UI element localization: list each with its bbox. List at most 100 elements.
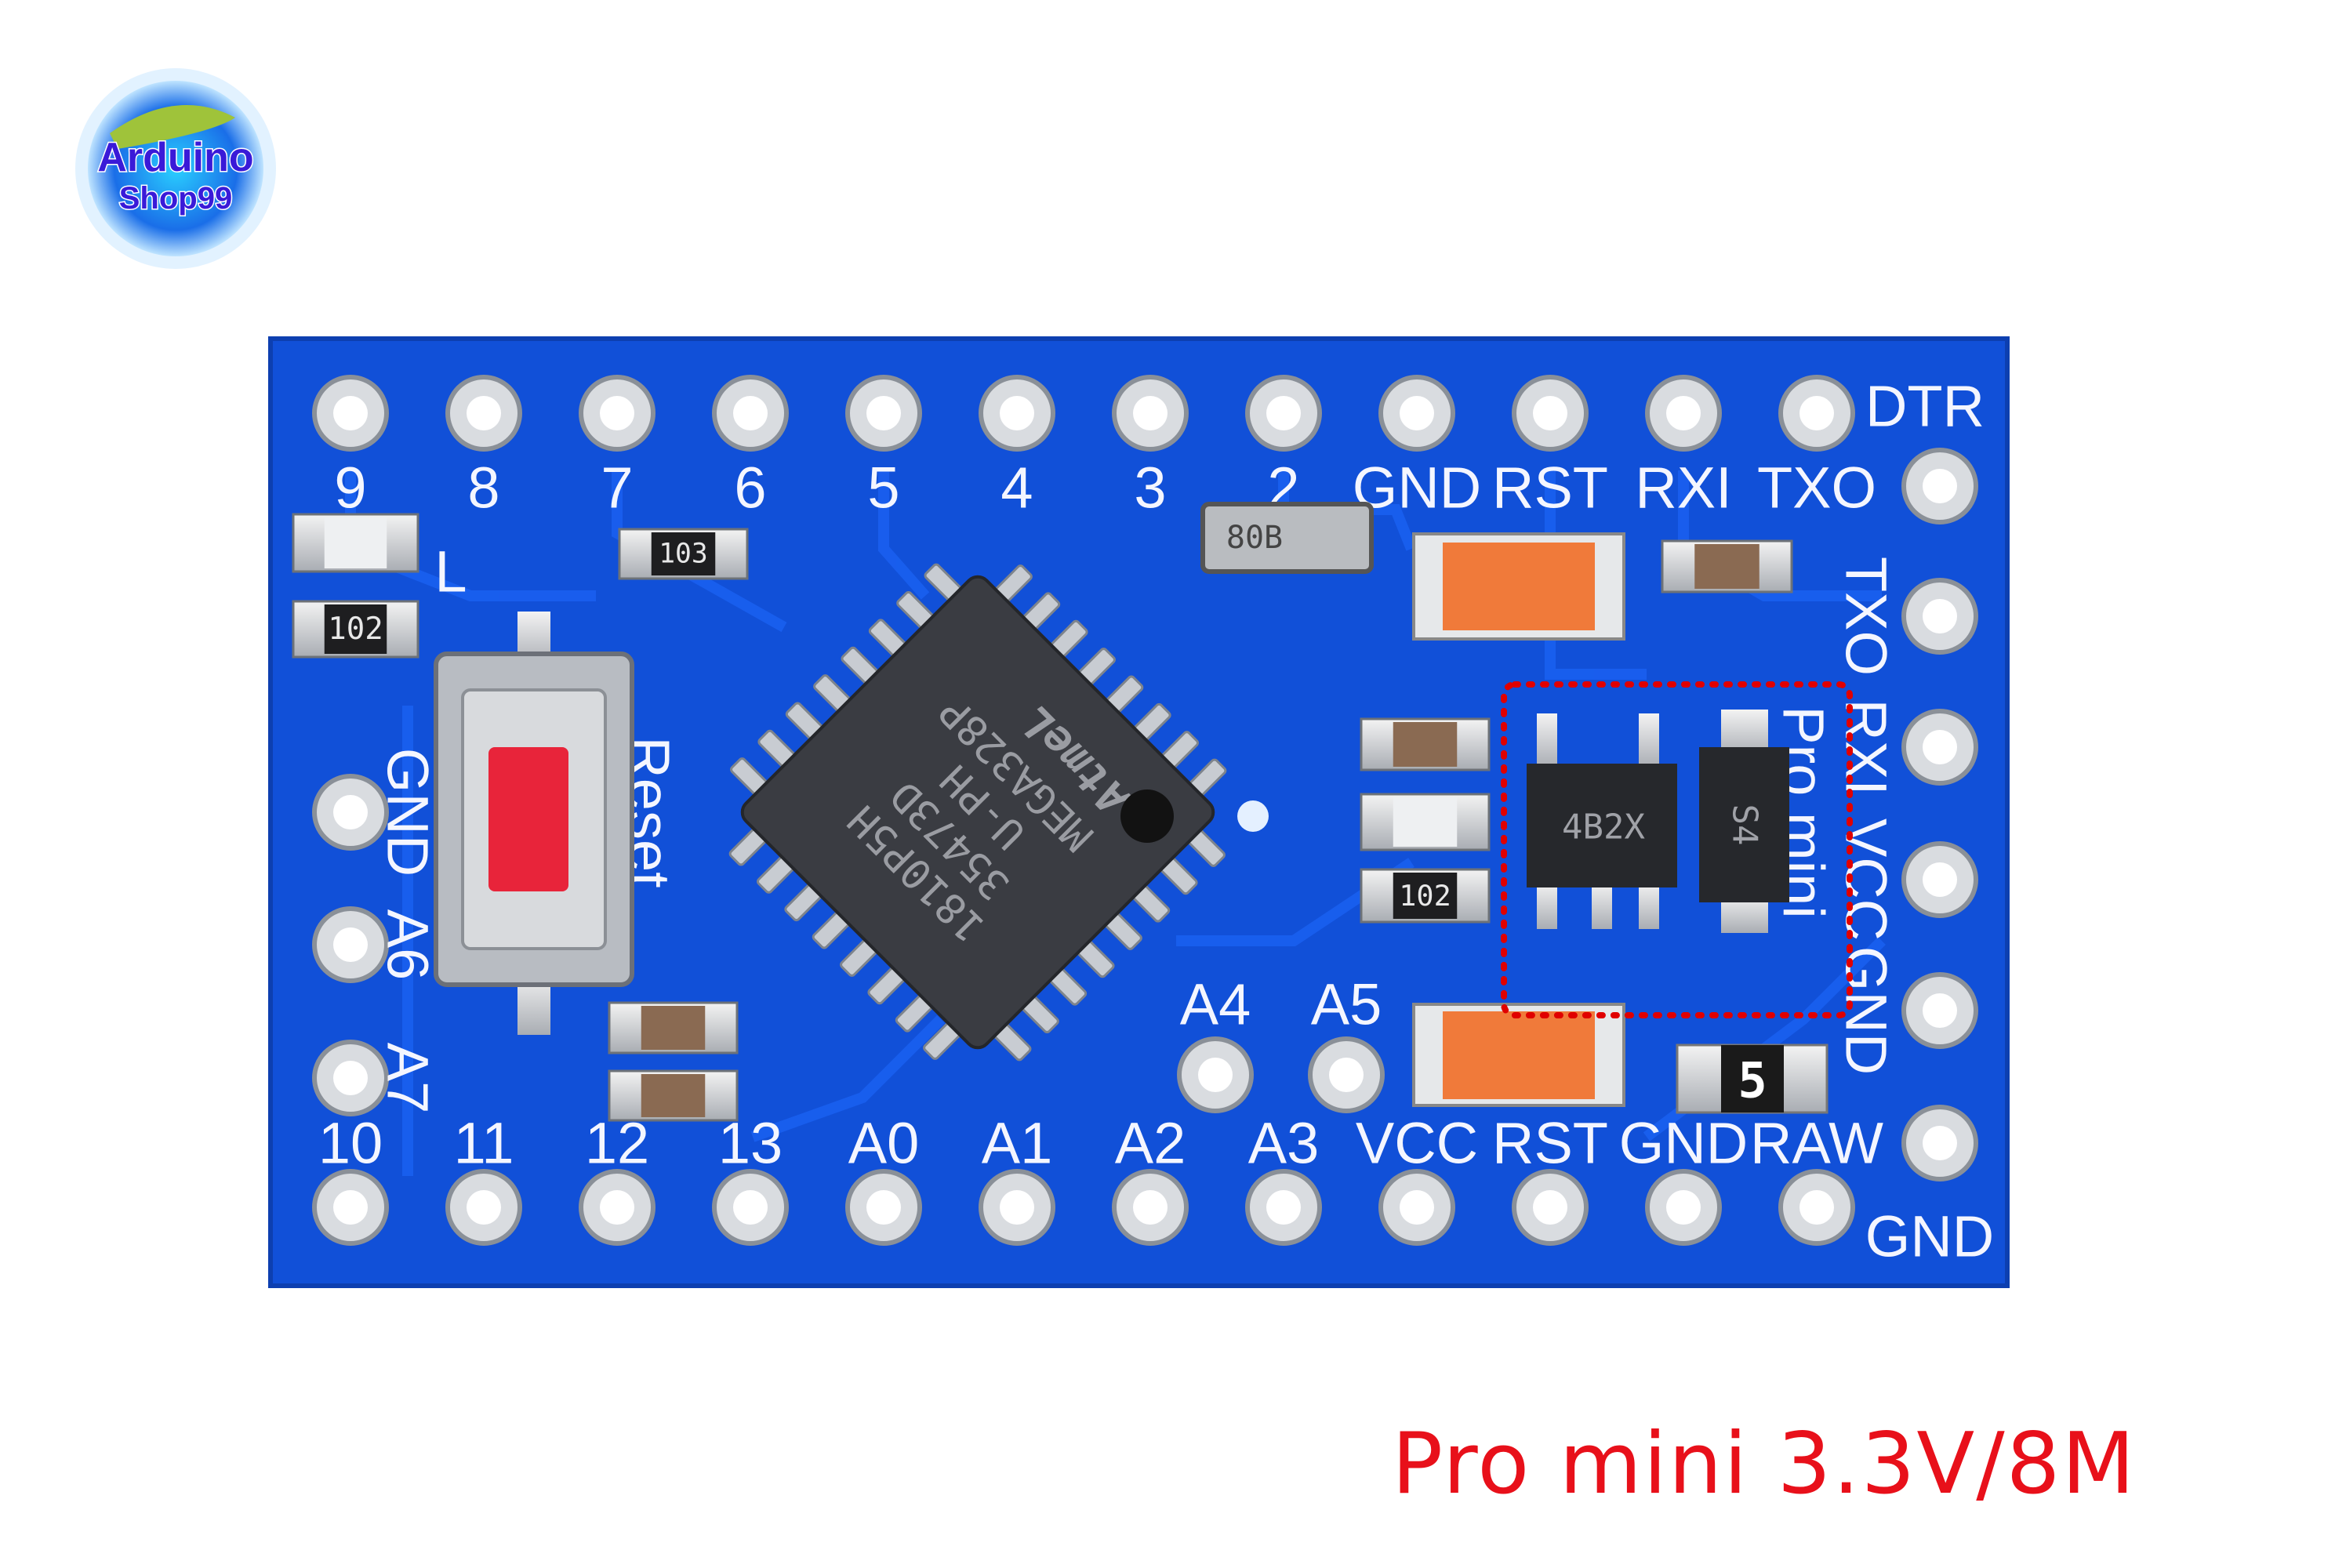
top-pin-hole — [979, 375, 1055, 452]
pin-label-right: TXO — [1834, 557, 1899, 676]
top-pin-hole — [1112, 375, 1189, 452]
reset-button — [434, 612, 634, 1035]
side-pin-hole — [1901, 841, 1978, 918]
label-dtr: DTR — [1865, 374, 1985, 439]
top-pin-hole — [712, 375, 789, 452]
svg-text:Shop99: Shop99 — [119, 181, 232, 216]
pin-label-bottom: A0 — [848, 1111, 920, 1176]
pin-label-right: GND — [1834, 946, 1899, 1075]
top-pin-hole — [1245, 375, 1322, 452]
top-pin-hole — [445, 375, 522, 452]
top-pin-hole — [845, 375, 922, 452]
pin-label-bottom: A1 — [982, 1111, 1053, 1176]
pin-label-left: A6 — [376, 909, 441, 981]
pin-label-top: RST — [1492, 456, 1608, 521]
pin-label-top: GND — [1353, 456, 1481, 521]
svg-text:102: 102 — [1399, 879, 1451, 913]
side-pin-hole — [1901, 1105, 1978, 1181]
pin-label-right: VCC — [1834, 818, 1899, 941]
pin-label-bottom: A3 — [1248, 1111, 1320, 1176]
svg-text:5: 5 — [1738, 1052, 1767, 1109]
side-pin-hole — [1901, 709, 1978, 786]
bottom-pin-hole — [445, 1169, 522, 1246]
left-pin-hole — [312, 1040, 389, 1116]
bottom-pin-hole — [1245, 1169, 1322, 1246]
power-led — [292, 513, 419, 573]
label-a4: A4 — [1180, 972, 1251, 1037]
top-pin-hole — [1512, 375, 1589, 452]
label-gnd-bottom-right: GND — [1865, 1204, 1994, 1269]
svg-text:4B2X: 4B2X — [1562, 808, 1645, 848]
a5-pin-hole — [1308, 1036, 1385, 1113]
top-pin-hole — [312, 375, 389, 452]
product-caption: Pro mini 3.3V/8M — [1392, 1415, 2137, 1513]
fiducial — [1237, 800, 1269, 832]
pin-label-left: A7 — [376, 1043, 441, 1114]
svg-text:80B: 80B — [1226, 520, 1283, 556]
bottom-pin-hole — [579, 1169, 656, 1246]
resistor-102-left: 102 — [292, 600, 419, 659]
svg-text:Arduino: Arduino — [97, 135, 253, 180]
atmega328p-chip — [728, 563, 1227, 1062]
top-pin-hole — [1378, 375, 1455, 452]
pin-label-top: 6 — [734, 456, 766, 521]
bottom-pin-hole — [1378, 1169, 1455, 1246]
bottom-pin-hole — [1645, 1169, 1722, 1246]
capacitor — [1661, 539, 1793, 593]
svg-text:103: 103 — [659, 539, 708, 570]
highlight-box — [1501, 681, 1853, 1018]
top-pin-hole — [1778, 375, 1855, 452]
tantalum-cap-bottom-body — [1443, 1011, 1595, 1099]
pin-label-bottom: 10 — [318, 1111, 383, 1176]
side-pin-hole — [1901, 448, 1978, 524]
bottom-pin-hole — [312, 1169, 389, 1246]
top-pin-hole — [579, 375, 656, 452]
header-pins — [312, 375, 1978, 1246]
pin-label-top: RXI — [1635, 456, 1731, 521]
bottom-pin-hole — [979, 1169, 1055, 1246]
capacitor — [608, 1069, 739, 1122]
tantalum-cap-top-body — [1443, 543, 1595, 630]
side-pin-hole — [1901, 578, 1978, 655]
pin-label-bottom: A2 — [1115, 1111, 1186, 1176]
bottom-pin-hole — [712, 1169, 789, 1246]
svg-text:S4: S4 — [1725, 804, 1765, 846]
pin-label-bottom: GND — [1619, 1111, 1748, 1176]
shop-logo: Arduino Shop99 — [75, 68, 276, 269]
label-led: L — [434, 539, 467, 604]
resistor-102-mid: 102 — [1360, 868, 1491, 924]
crystal-resonator: 80B — [1200, 502, 1374, 574]
fuse: 5 — [1676, 1044, 1828, 1114]
side-pin-hole — [1901, 972, 1978, 1049]
pin-label-right: RXI — [1834, 699, 1899, 795]
pin-label-bottom: RST — [1492, 1111, 1608, 1176]
label-a5: A5 — [1311, 972, 1382, 1037]
diode: S4 — [1699, 710, 1789, 933]
resistor-103: 103 — [618, 528, 749, 580]
capacitor — [608, 1001, 739, 1054]
status-led — [1360, 793, 1491, 851]
svg-text:102: 102 — [328, 612, 383, 647]
pin-label-bottom: 11 — [454, 1111, 514, 1176]
a4-pin-hole — [1177, 1036, 1254, 1113]
pin-label-top: 3 — [1134, 456, 1166, 521]
pin-label-bottom: RAW — [1750, 1111, 1883, 1176]
bottom-pin-hole — [1112, 1169, 1189, 1246]
pin-label-top: 7 — [601, 456, 633, 521]
top-pin-hole — [1645, 375, 1722, 452]
bottom-pin-hole — [1512, 1169, 1589, 1246]
pin-label-top: 4 — [1000, 456, 1033, 521]
left-pin-hole — [312, 774, 389, 851]
pin-label-top: TXO — [1757, 456, 1876, 521]
pin-label-top: 5 — [867, 456, 899, 521]
pin1-dot — [1120, 789, 1174, 843]
left-pin-hole — [312, 906, 389, 983]
pin-label-bottom: VCC — [1356, 1111, 1478, 1176]
pin-label-top: 9 — [334, 456, 366, 521]
pin-label-left: GND — [376, 748, 441, 877]
pin-label-top: 8 — [467, 456, 499, 521]
bottom-pin-hole — [845, 1169, 922, 1246]
voltage-regulator: 4B2X — [1527, 713, 1677, 929]
capacitor — [1360, 717, 1491, 771]
